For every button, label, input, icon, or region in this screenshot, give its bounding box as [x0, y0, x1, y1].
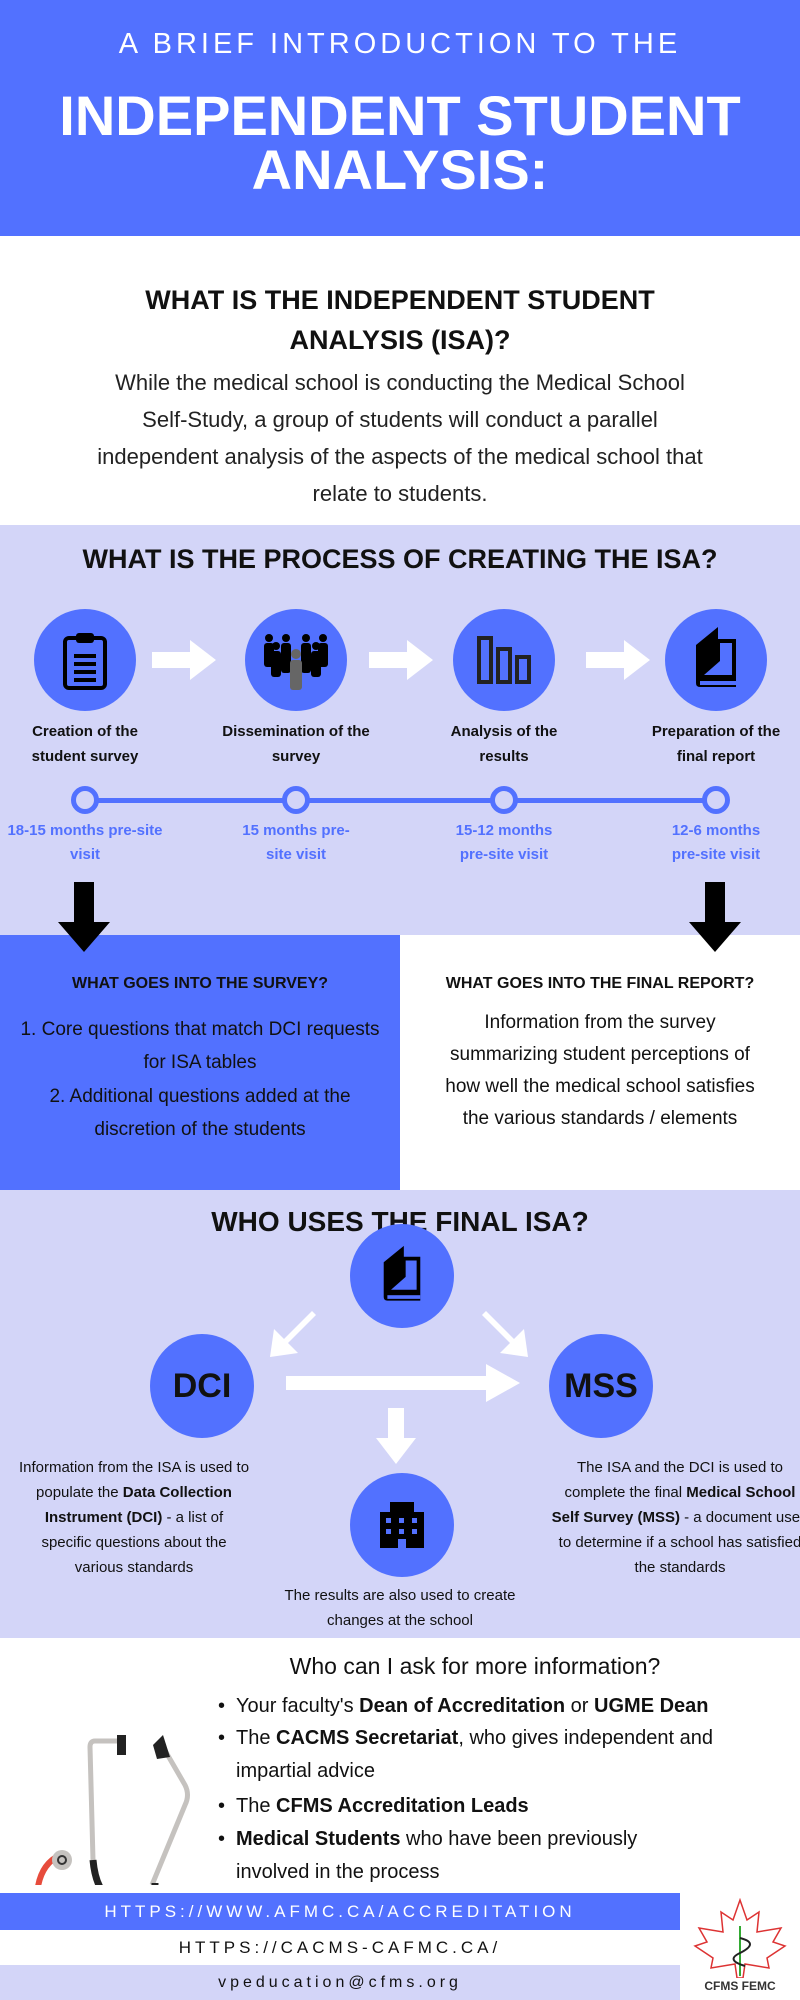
arrow-down-left-icon	[270, 1311, 316, 1357]
mss-description: The ISA and the DCI is used to complete …	[550, 1455, 800, 1580]
arrow-down-right-icon	[482, 1311, 528, 1357]
bullet-text: who have been previously involved in the…	[236, 1828, 638, 1883]
afmc-link[interactable]: HTTPS://WWW.AFMC.CA/ACCREDITATION	[0, 1893, 680, 1930]
what-body: While the medical school is conducting t…	[97, 370, 703, 506]
arrow-right-icon	[152, 640, 216, 680]
book-icon	[696, 627, 736, 687]
step4-label: Preparation of the final report	[651, 723, 781, 765]
bar-chart-icon	[477, 636, 531, 684]
bullet-text: or	[565, 1695, 595, 1717]
people-icon	[264, 634, 328, 690]
what-title-line2: ANALYSIS (ISA)?	[289, 325, 511, 355]
maple-leaf-logo-icon	[693, 1898, 787, 1978]
step4-time: 12-6 months pre-site visit	[671, 822, 761, 863]
report-box: WHAT GOES INTO THE FINAL REPORT? Informa…	[400, 935, 800, 1190]
step3-time: 15-12 months pre-site visit	[455, 822, 553, 863]
mss-circle: MSS	[549, 1334, 653, 1438]
arrow-right-icon	[369, 640, 433, 680]
survey-title: WHAT GOES INTO THE SURVEY?	[71, 975, 329, 992]
contact-title: Who can I ask for more information?	[289, 1653, 661, 1679]
step2-circle	[245, 609, 347, 711]
contact-bullet-3: The CFMS Accreditation Leads	[218, 1790, 529, 1823]
survey-box: WHAT GOES INTO THE SURVEY? 1. Core quest…	[0, 935, 400, 1190]
book-icon	[383, 1245, 421, 1301]
school-circle	[350, 1473, 454, 1577]
bullet-text: The	[236, 1795, 277, 1817]
dci-circle: DCI	[150, 1334, 254, 1438]
arrow-right-icon	[286, 1364, 520, 1402]
arrow-down-icon	[689, 882, 741, 952]
survey-item: 2. Additional questions added at the dis…	[49, 1086, 351, 1140]
contact-bullet-4: Medical Students who have been previousl…	[218, 1823, 716, 1889]
step2-time: 15 months pre-site visit	[242, 822, 350, 863]
bullet-text: Your faculty's	[236, 1695, 360, 1717]
header-title-line1: INDEPENDENT STUDENT	[59, 84, 741, 147]
what-title-line1: WHAT IS THE INDEPENDENT STUDENT	[145, 285, 655, 315]
contact-bullet-1: Your faculty's Dean of Accreditation or …	[218, 1690, 709, 1723]
step2-label: Dissemination of the survey	[222, 723, 370, 765]
clipboard-icon	[63, 633, 107, 690]
step4-circle	[665, 609, 767, 711]
logo-text: CFMS FEMC	[704, 1979, 776, 1993]
dci-text-bold: Data Collection Instrument (DCI)	[44, 1484, 232, 1526]
process-title: WHAT IS THE PROCESS OF CREATING THE ISA?	[82, 544, 718, 574]
report-body: Information from the survey summarizing …	[445, 1012, 755, 1129]
building-icon	[380, 1502, 424, 1548]
dci-text: Information from the ISA is used to popu…	[18, 1459, 250, 1501]
bullet-bold: CFMS Accreditation Leads	[276, 1795, 529, 1817]
timeline-node	[71, 786, 99, 814]
arrow-right-icon	[586, 640, 650, 680]
mss-text: The ISA and the DCI is used to complete …	[564, 1459, 783, 1501]
timeline-node	[490, 786, 518, 814]
step1-circle	[34, 609, 136, 711]
bullet-bold: CACMS Secretariat	[276, 1727, 459, 1749]
header-banner: A BRIEF INTRODUCTION TO THE INDEPENDENT …	[0, 0, 800, 236]
step3-circle	[453, 609, 555, 711]
what-title: WHAT IS THE INDEPENDENT STUDENT ANALYSIS…	[0, 280, 800, 360]
timeline-node	[282, 786, 310, 814]
step3-label: Analysis of the results	[450, 723, 558, 765]
process-section	[0, 525, 800, 935]
contact-bullet-2: The CACMS Secretariat, who gives indepen…	[218, 1722, 756, 1788]
dci-description: Information from the ISA is used to popu…	[18, 1455, 250, 1580]
bullet-bold: Dean of Accreditation	[359, 1695, 566, 1717]
bullet-text: , who gives independent and impartial ad…	[236, 1727, 713, 1782]
school-description: The results are also used to create chan…	[284, 1587, 516, 1629]
survey-item: 1. Core questions that match DCI request…	[20, 1019, 380, 1073]
bullet-bold: Medical Students	[236, 1828, 401, 1850]
timeline-line	[85, 798, 716, 803]
cfms-logo: CFMS FEMC	[680, 1893, 800, 2000]
mss-text-bold: Medical School Self Survey (MSS)	[551, 1484, 796, 1526]
bullet-text: The	[236, 1727, 277, 1749]
step1-label: Creation of the student survey	[31, 723, 139, 765]
timeline-node	[702, 786, 730, 814]
stethoscope-icon	[35, 1735, 190, 1885]
cacms-link[interactable]: HTTPS://CACMS-CAFMC.CA/	[178, 1938, 502, 1957]
bullet-bold: UGME Dean	[594, 1695, 709, 1717]
step1-time: 18-15 months pre-site visit	[7, 822, 163, 863]
header-title-line2: ANALYSIS:	[251, 138, 549, 201]
header-subtitle: A BRIEF INTRODUCTION TO THE	[118, 28, 682, 60]
final-isa-circle	[350, 1224, 454, 1328]
email-link[interactable]: vpeducation@cfms.org	[0, 1965, 680, 2000]
arrow-down-icon	[376, 1408, 416, 1464]
report-title: WHAT GOES INTO THE FINAL REPORT?	[445, 975, 755, 992]
mss-text: - a document used to determine if a scho…	[558, 1509, 800, 1576]
arrow-down-icon	[58, 882, 110, 952]
dci-text: - a list of specific questions about the…	[41, 1509, 227, 1576]
